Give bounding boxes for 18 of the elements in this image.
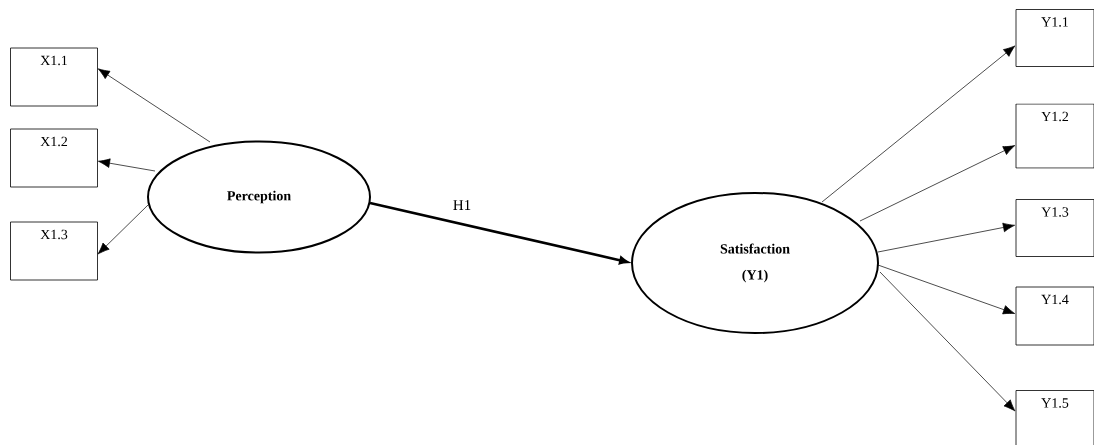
arrow [98, 158, 156, 172]
indicator-box: X1.3 [10, 221, 98, 281]
arrow [821, 45, 1016, 203]
edge-label: H1 [451, 199, 473, 211]
indicator-box: Y1.2 [1015, 103, 1094, 169]
arrow [879, 271, 1016, 412]
arrow [877, 264, 1016, 315]
arrow [859, 145, 1016, 222]
indicator-box: Y1.4 [1015, 286, 1094, 346]
arrow [877, 222, 1015, 253]
indicator-box: X1.1 [10, 47, 98, 107]
indicator-box: X1.2 [10, 128, 98, 188]
arrow [97, 68, 211, 143]
indicator-box: Y1.5 [1015, 390, 1094, 445]
indicator-box: Y1.1 [1015, 9, 1094, 67]
indicator-box: Y1.3 [1015, 199, 1094, 257]
arrow [97, 204, 149, 255]
arrow [369, 201, 629, 265]
